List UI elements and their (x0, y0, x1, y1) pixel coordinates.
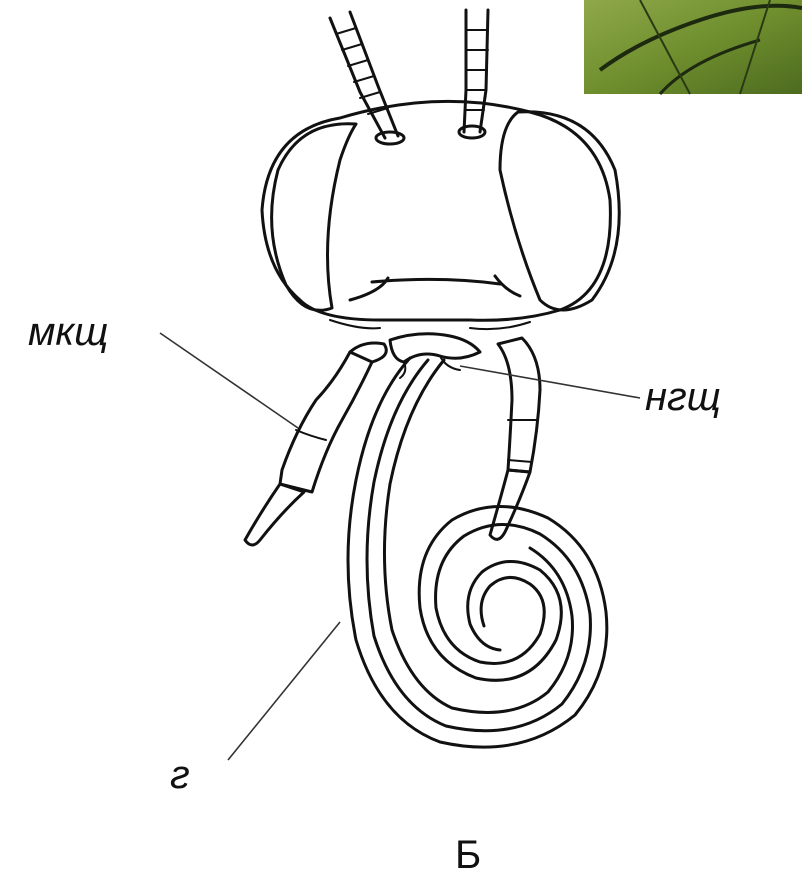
right-antenna (459, 10, 488, 138)
leader-proboscis (228, 622, 340, 760)
leader-labial (460, 366, 640, 398)
leader-maxilla (160, 333, 298, 428)
figure-caption: Б (455, 833, 481, 875)
coiled-proboscis (348, 358, 607, 747)
label-maxilla: мкщ (28, 310, 108, 354)
label-labial: нгщ (645, 375, 721, 419)
leaf-photo-fragment (584, 0, 802, 94)
head-capsule (262, 101, 619, 329)
label-proboscis: г (170, 753, 190, 797)
